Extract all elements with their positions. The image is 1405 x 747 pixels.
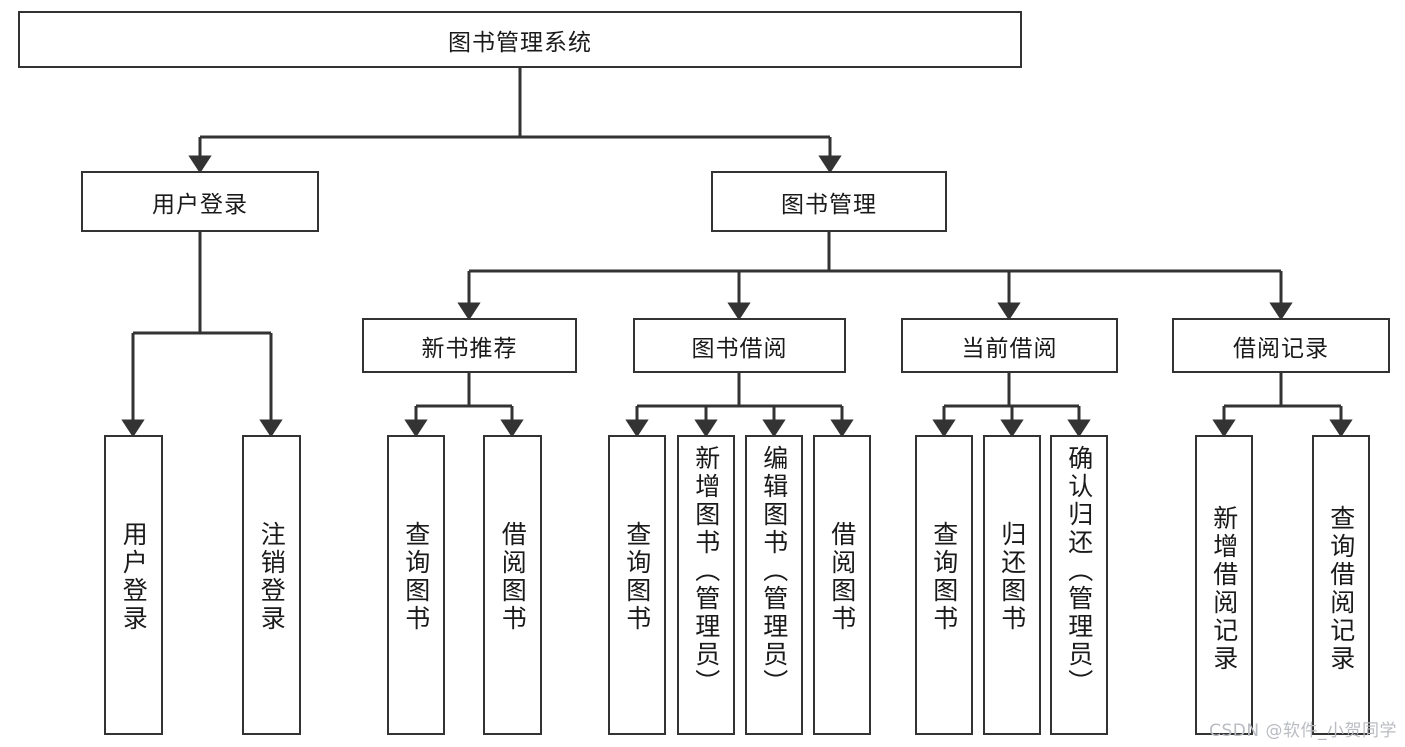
leaf-query-book-borrow[interactable]: 查询图书: [608, 435, 666, 735]
leaf-query-borrow-record-label: 查询借阅记录: [1326, 505, 1356, 673]
leaf-query-book-current[interactable]: 查询图书: [915, 435, 973, 735]
leaf-add-book-admin-label: 新增图书（管理员）: [691, 445, 721, 697]
leaf-logout[interactable]: 注销登录: [242, 435, 301, 735]
leaf-borrow-book[interactable]: 借阅图书: [813, 435, 871, 735]
leaf-add-borrow-record-label: 新增借阅记录: [1209, 505, 1239, 673]
leaf-return-book-label: 归还图书: [997, 521, 1027, 633]
node-borrow-record-label: 借阅记录: [1233, 335, 1329, 362]
node-current-borrow[interactable]: 当前借阅: [901, 318, 1118, 373]
leaf-add-book-admin[interactable]: 新增图书（管理员）: [677, 435, 735, 735]
leaf-confirm-return-admin[interactable]: 确认归还（管理员）: [1050, 435, 1108, 735]
leaf-borrow-book-recommend-label: 借阅图书: [498, 521, 528, 633]
csdn-watermark: CSDN @软件_小贺同学: [1209, 721, 1397, 741]
leaf-confirm-return-admin-label: 确认归还（管理员）: [1064, 445, 1094, 697]
node-book-management-label: 图书管理: [781, 191, 877, 218]
leaf-query-borrow-record[interactable]: 查询借阅记录: [1312, 435, 1370, 735]
leaf-borrow-book-label: 借阅图书: [827, 521, 857, 633]
leaf-query-book-borrow-label: 查询图书: [622, 521, 652, 633]
node-current-borrow-label: 当前借阅: [961, 335, 1058, 362]
leaf-edit-book-admin[interactable]: 编辑图书（管理员）: [745, 435, 803, 735]
leaf-borrow-book-recommend[interactable]: 借阅图书: [483, 435, 542, 735]
node-user-login[interactable]: 用户登录: [81, 171, 319, 232]
leaf-user-login-label: 用户登录: [119, 521, 149, 633]
leaf-query-book-recommend-label: 查询图书: [401, 521, 431, 633]
node-book-management[interactable]: 图书管理: [711, 171, 947, 232]
node-root-label: 图书管理系统: [448, 29, 592, 56]
leaf-edit-book-admin-label: 编辑图书（管理员）: [759, 445, 789, 697]
node-borrow-record[interactable]: 借阅记录: [1172, 318, 1390, 373]
node-root[interactable]: 图书管理系统: [18, 11, 1022, 68]
node-book-borrow-label: 图书借阅: [691, 335, 788, 362]
leaf-logout-label: 注销登录: [257, 521, 287, 633]
leaf-return-book[interactable]: 归还图书: [983, 435, 1041, 735]
leaf-query-book-recommend[interactable]: 查询图书: [387, 435, 445, 735]
node-user-login-label: 用户登录: [152, 191, 248, 218]
leaf-user-login[interactable]: 用户登录: [104, 435, 163, 735]
leaf-add-borrow-record[interactable]: 新增借阅记录: [1195, 435, 1253, 735]
node-book-borrow[interactable]: 图书借阅: [633, 318, 846, 373]
node-new-book-recommend-label: 新书推荐: [421, 335, 518, 362]
node-new-book-recommend[interactable]: 新书推荐: [362, 318, 577, 373]
leaf-query-book-current-label: 查询图书: [929, 521, 959, 633]
